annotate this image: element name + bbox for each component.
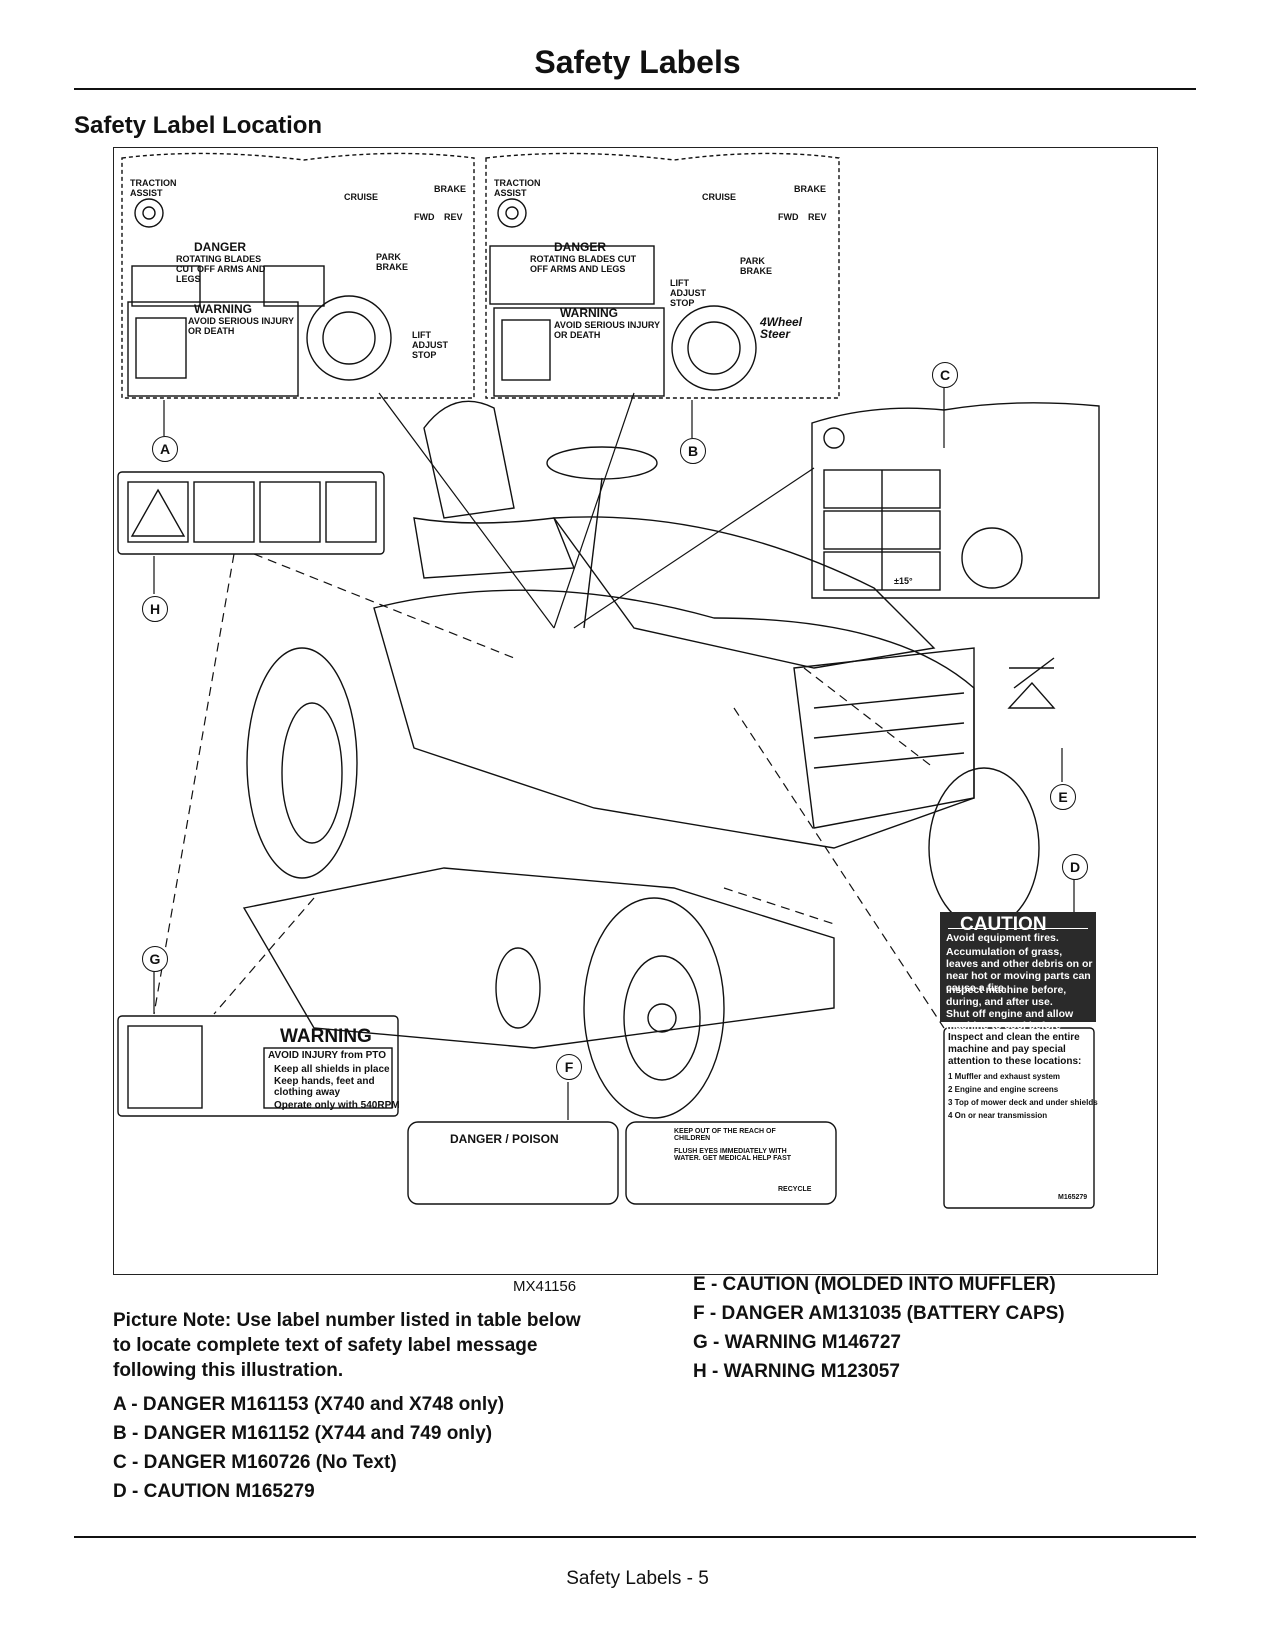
label-b-rev: REV <box>808 212 827 222</box>
label-f-keep-out: KEEP OUT OF THE REACH OF CHILDREN <box>674 1128 776 1142</box>
label-d-location-1: 1 Muffler and exhaust system <box>948 1072 1061 1081</box>
label-g-warning: WARNING <box>280 1026 372 1047</box>
page-title: Safety Labels <box>534 44 741 80</box>
callout-f: F <box>556 1054 582 1080</box>
label-b-traction-assist: TRACTION ASSIST <box>494 178 541 198</box>
label-d-line-3: Inspect machine before, during, and afte… <box>946 984 1067 1008</box>
label-d-caution: CAUTION <box>960 914 1047 935</box>
label-g-line-1: Keep all shields in place <box>274 1064 390 1075</box>
label-b-danger: DANGER <box>554 240 607 254</box>
label-f-danger-poison: DANGER / POISON <box>450 1132 559 1146</box>
callout-g: G <box>142 946 168 972</box>
label-b-park-brake: PARK BRAKE <box>740 256 773 276</box>
label-d-location-3: 3 Top of mower deck and under shields <box>948 1098 1098 1107</box>
legend-item: H - WARNING M123057 <box>693 1361 900 1382</box>
legend-left: A - DANGER M161153 (X740 and X748 only) … <box>113 1390 504 1506</box>
label-a-brake: BRAKE <box>434 184 467 194</box>
safety-label-figure: TRACTION ASSIST CRUISE BRAKE FWD REV PAR… <box>113 147 1158 1275</box>
label-f-recycle: RECYCLE <box>778 1186 812 1193</box>
label-a-cruise: CRUISE <box>344 192 379 202</box>
label-a-park-brake: PARK BRAKE <box>376 252 409 272</box>
figure-drawing <box>117 152 1100 1209</box>
footer-rule <box>74 1536 1196 1538</box>
label-a-rev: REV <box>444 212 463 222</box>
callout-c: C <box>932 362 958 388</box>
section-heading: Safety Label Location <box>74 112 323 139</box>
label-b-brake: BRAKE <box>794 184 827 194</box>
label-a-danger-sub: ROTATING BLADES CUT OFF ARMS AND LEGS <box>176 254 266 284</box>
legend-item: E - CAUTION (MOLDED INTO MUFFLER) <box>693 1274 1056 1295</box>
label-d-line-1: Avoid equipment fires. <box>946 932 1059 944</box>
callout-b: B <box>680 438 706 464</box>
label-b-fwd: FWD <box>778 212 799 222</box>
label-d-line-2: Accumulation of grass, leaves and other … <box>946 946 1093 994</box>
callout-a: A <box>152 436 178 462</box>
label-f-flush-eyes: FLUSH EYES IMMEDIATELY WITH WATER. GET M… <box>674 1148 792 1162</box>
label-b-cruise: CRUISE <box>702 192 737 202</box>
label-b-warning-sub: AVOID SERIOUS INJURY OR DEATH <box>554 320 660 340</box>
page-footer: Safety Labels - 5 <box>566 1568 709 1589</box>
legend-item: B - DANGER M161152 (X744 and 749 only) <box>113 1423 493 1444</box>
legend-item: C - DANGER M160726 (No Text) <box>113 1452 397 1473</box>
label-b-warning: WARNING <box>560 306 618 320</box>
label-d-location-2: 2 Engine and engine screens <box>948 1085 1059 1094</box>
label-d-location-4: 4 On or near transmission <box>948 1111 1048 1120</box>
label-a-danger: DANGER <box>194 240 247 254</box>
label-a-fwd: FWD <box>414 212 435 222</box>
label-g-line-2: Keep hands, feet and clothing away <box>274 1076 375 1098</box>
picture-note: Picture Note: Use label number listed in… <box>113 1310 581 1381</box>
callout-e: E <box>1050 784 1076 810</box>
label-b-lift-adjust-stop: LIFT ADJUST STOP <box>670 278 707 308</box>
legend-item: D - CAUTION M165279 <box>113 1481 315 1502</box>
label-d-part-no: M165279 <box>1058 1194 1088 1201</box>
callout-d: D <box>1062 854 1088 880</box>
label-c-degrees: ±15° <box>894 576 913 586</box>
title-rule <box>74 88 1196 90</box>
label-d-line-4: Shut off engine and allow machine to coo… <box>946 1008 1074 1044</box>
label-a-traction-assist: TRACTION ASSIST <box>130 178 177 198</box>
legend-item: G - WARNING M146727 <box>693 1332 901 1353</box>
callout-h: H <box>142 596 168 622</box>
label-b-four-wheel-steer: 4Wheel Steer <box>760 315 803 341</box>
label-a-lift-adjust-stop: LIFT ADJUST STOP <box>412 330 449 360</box>
label-a-warning: WARNING <box>194 302 252 316</box>
label-g-line-3: Operate only with 540RPM <box>274 1100 400 1111</box>
label-g-avoid: AVOID INJURY from PTO <box>268 1050 386 1061</box>
figure-id: MX41156 <box>513 1278 577 1295</box>
legend-right: E - CAUTION (MOLDED INTO MUFFLER) F - DA… <box>693 1270 1065 1386</box>
label-d-inspect-title: Inspect and clean the entire machine and… <box>948 1032 1082 1067</box>
label-b-danger-sub: ROTATING BLADES CUT OFF ARMS AND LEGS <box>530 254 637 274</box>
legend-item: A - DANGER M161153 (X740 and X748 only) <box>113 1394 505 1415</box>
legend-item: F - DANGER AM131035 (BATTERY CAPS) <box>693 1303 1065 1324</box>
label-a-warning-sub: AVOID SERIOUS INJURY OR DEATH <box>188 316 294 336</box>
